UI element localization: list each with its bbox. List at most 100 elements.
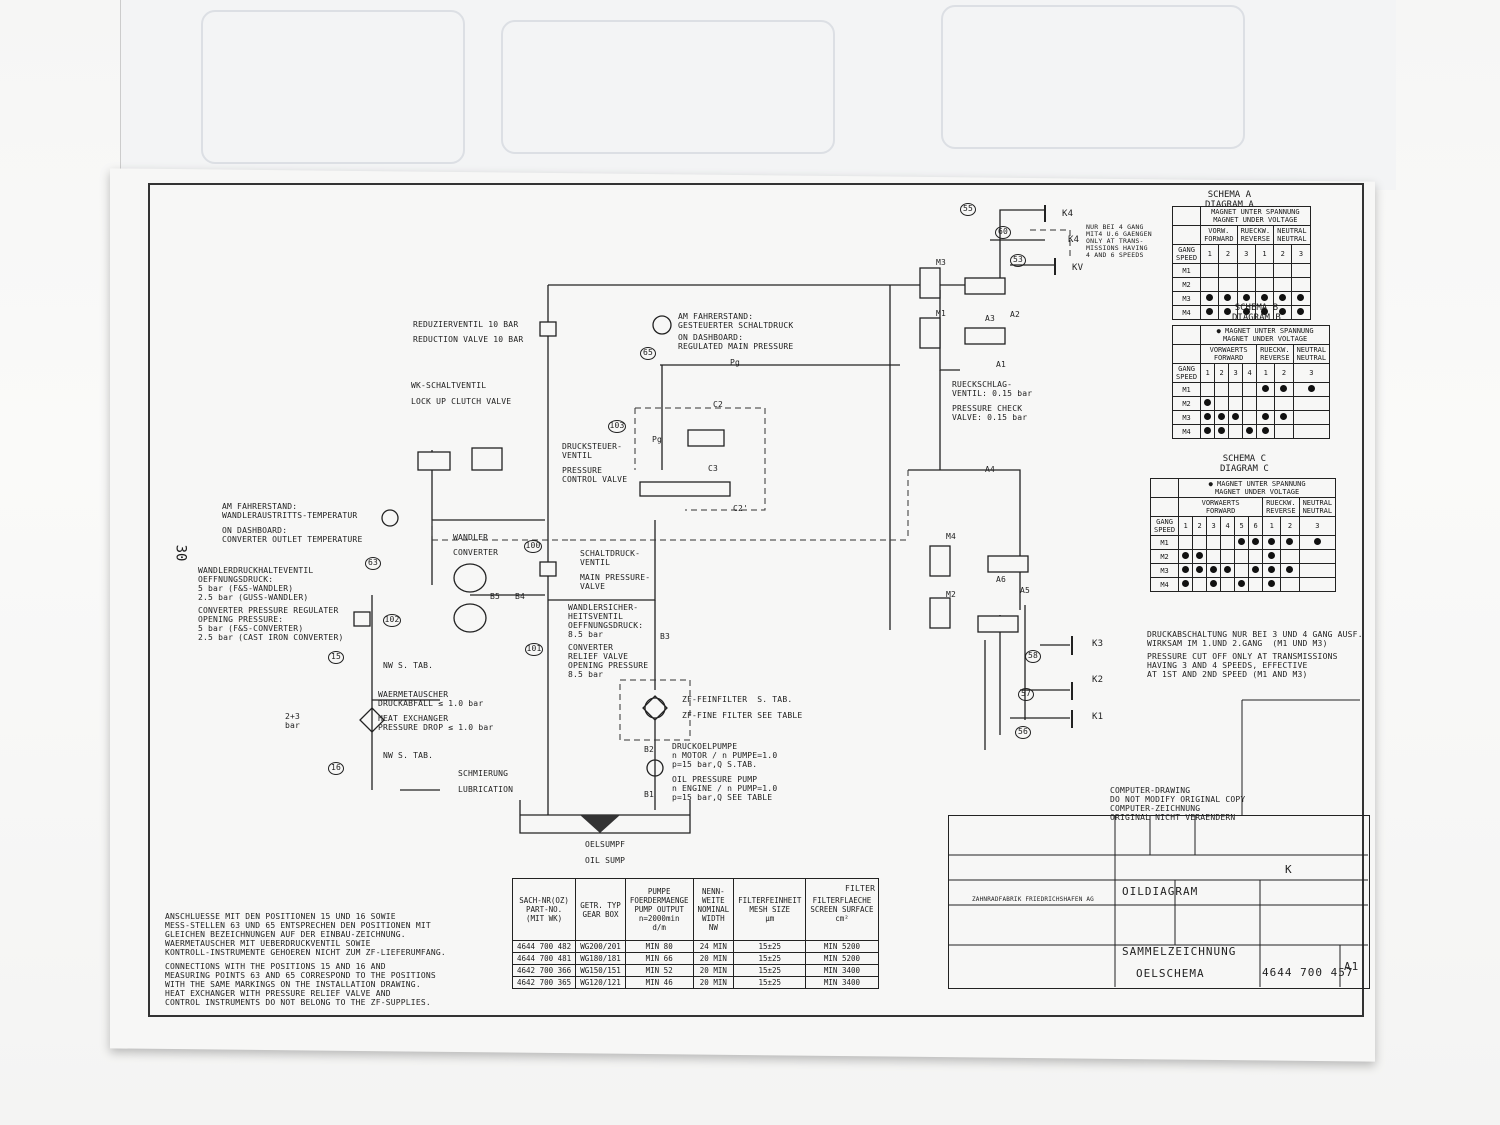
schema-a-title: SCHEMA A DIAGRAM A	[1205, 190, 1254, 210]
energized-cell	[1291, 263, 1311, 278]
energized-cell	[1192, 549, 1208, 564]
energized-cell	[1242, 410, 1258, 425]
energized-cell	[1192, 577, 1208, 592]
energized-cell	[1218, 263, 1238, 278]
table-cell: MIN 5200	[805, 952, 879, 965]
pressure-cutoff-en: PRESSURE CUT OFF ONLY AT TRANSMISSIONS H…	[1147, 652, 1338, 679]
energized-cell	[1206, 563, 1222, 578]
speed-number: 1	[1200, 244, 1220, 264]
port-label: B1	[644, 790, 655, 799]
computer-drawing-note: COMPUTER-DRAWING DO NOT MODIFY ORIGINAL …	[1110, 786, 1246, 822]
energized-cell	[1292, 382, 1331, 397]
energized-dot	[1279, 308, 1287, 315]
marker: 15	[328, 651, 344, 664]
speed-number: 2	[1192, 516, 1208, 536]
energized-dot	[1268, 538, 1276, 545]
magnet-id: M2	[1171, 396, 1202, 411]
pg-label-2: Pg	[652, 435, 663, 444]
reducing-valve-label-en: REDUCTION VALVE 10 BAR	[413, 335, 524, 344]
fine-filter-en: ZF-FINE FILTER SEE TABLE	[682, 711, 803, 720]
energized-dot	[1204, 427, 1212, 434]
drawing-title-sammel: SAMMELZEICHNUNG	[1122, 945, 1237, 958]
energized-cell	[1206, 577, 1222, 592]
oil-sump-de: OELSUMPF	[585, 840, 626, 849]
energized-cell	[1256, 410, 1276, 425]
table-row: M4	[1149, 577, 1337, 592]
energized-dot	[1242, 294, 1250, 301]
table-cell: WG120/121	[575, 976, 626, 989]
table-cell: WG200/201	[575, 940, 626, 953]
port-label: C2'	[733, 504, 749, 513]
energized-cell	[1262, 535, 1282, 550]
schema-a-table: MAGNET UNTER SPANNUNG MAGNET UNDER VOLTA…	[1171, 206, 1311, 320]
energized-dot	[1268, 580, 1276, 587]
table-cell: MIN 3400	[805, 964, 879, 977]
energized-dot	[1268, 552, 1276, 559]
energized-cell	[1280, 549, 1300, 564]
speed-number: 5	[1234, 516, 1250, 536]
table-row: M3	[1171, 410, 1331, 425]
dashboard-pressure-de: AM FAHRERSTAND: GESTEUERTER SCHALTDRUCK	[678, 312, 794, 330]
port-label: M1	[936, 309, 947, 318]
marker: 58	[1025, 650, 1041, 663]
energized-dot	[1307, 385, 1315, 392]
table-cell: 20 MIN	[692, 952, 735, 965]
table-row: M3	[1171, 291, 1311, 306]
relief-valve-en: CONVERTER RELIEF VALVE OPENING PRESSURE …	[568, 643, 649, 679]
energized-cell	[1214, 396, 1230, 411]
energized-cell	[1274, 410, 1294, 425]
table-cell: 4644 700 481	[511, 952, 577, 965]
speed-number: 1	[1254, 244, 1275, 264]
energized-dot	[1196, 552, 1204, 559]
energized-dot	[1297, 308, 1305, 315]
marker: 60	[995, 226, 1011, 239]
pressure-control-en: PRESSURE CONTROL VALVE	[562, 466, 628, 484]
port-label: A3	[985, 314, 996, 323]
table-cell: MIN 3400	[805, 976, 879, 989]
schema-b-table: ● MAGNET UNTER SPANNUNG MAGNET UNDER VOL…	[1171, 325, 1331, 439]
magnet-id: M4	[1171, 424, 1202, 439]
magnet-id: M4	[1149, 577, 1180, 592]
energized-cell	[1273, 263, 1293, 278]
port-label: B3	[660, 632, 671, 641]
dashboard-pressure-en: ON DASHBOARD: REGULATED MAIN PRESSURE	[678, 333, 794, 351]
energized-cell	[1178, 563, 1194, 578]
energized-cell	[1234, 535, 1250, 550]
energized-dot	[1262, 385, 1270, 392]
port-label: KV	[1072, 263, 1084, 273]
energized-cell	[1298, 535, 1337, 550]
table-cell: 4644 700 482	[511, 940, 577, 953]
energized-cell	[1214, 382, 1230, 397]
converter-temp-de: AM FAHRERSTAND: WANDLERAUSTRITTS-TEMPERA…	[222, 502, 358, 520]
table-row: M4	[1171, 305, 1311, 320]
magnet-id: M2	[1171, 277, 1202, 292]
port-label: K4	[1062, 209, 1074, 219]
energized-dot	[1238, 538, 1246, 545]
energized-cell	[1262, 549, 1282, 564]
energized-cell	[1254, 263, 1275, 278]
energized-cell	[1292, 410, 1331, 425]
energized-cell	[1256, 382, 1276, 397]
table-cell: MIN 5200	[805, 940, 879, 953]
table-row: M4	[1171, 424, 1331, 439]
energized-cell	[1291, 277, 1311, 292]
energized-cell	[1262, 563, 1282, 578]
energized-cell	[1248, 577, 1264, 592]
energized-dot	[1262, 413, 1270, 420]
speed-number: 3	[1291, 244, 1311, 264]
energized-cell	[1228, 382, 1244, 397]
energized-cell	[1280, 535, 1300, 550]
energized-cell	[1274, 382, 1294, 397]
energized-cell	[1206, 549, 1222, 564]
energized-cell	[1236, 263, 1256, 278]
table-cell: MIN 80	[624, 940, 694, 953]
magnet-id: M1	[1149, 535, 1180, 550]
energized-dot	[1286, 566, 1294, 573]
pressure-cutoff-de: DRUCKABSCHALTUNG NUR BEI 3 UND 4 GANG AU…	[1147, 630, 1363, 648]
marker: 101	[525, 643, 543, 656]
table-cell: 15±25	[733, 940, 807, 953]
